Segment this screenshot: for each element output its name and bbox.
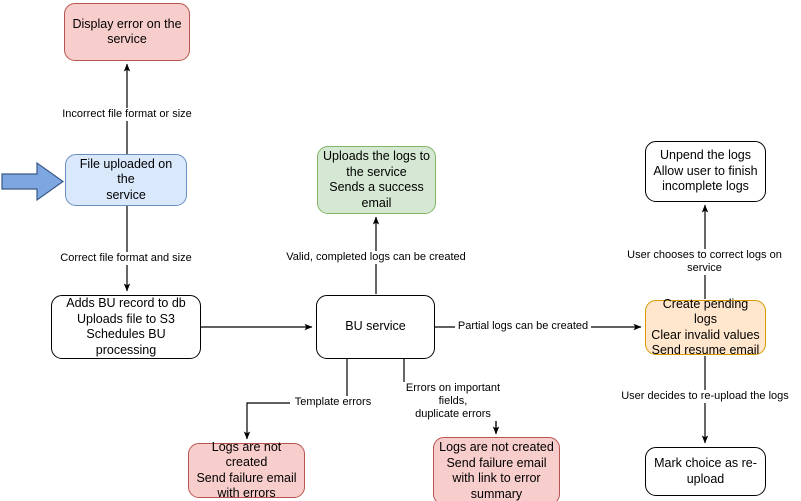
node-logs-not-created-2[interactable]: Logs are not created Send failure email … — [433, 437, 560, 501]
edge-label-user-corrects: User chooses to correct logs on service — [608, 249, 801, 275]
node-mark-choice[interactable]: Mark choice as re- upload — [645, 447, 766, 496]
edge-label-template-errors: Template errors — [290, 396, 376, 409]
edge-label-errors-important: Errors on important fields, duplicate er… — [392, 382, 514, 421]
edge-label-valid-completed: Valid, completed logs can be created — [280, 251, 472, 264]
node-uploads-logs[interactable]: Uploads the logs to the service Sends a … — [317, 146, 436, 214]
node-adds-bu-record[interactable]: Adds BU record to db Uploads file to S3 … — [51, 295, 201, 359]
node-unpend-logs[interactable]: Unpend the logs Allow user to finish inc… — [645, 141, 766, 202]
node-create-pending[interactable]: Create pending logs Clear invalid values… — [645, 297, 766, 357]
edge-label-partial-logs: Partial logs can be created — [455, 320, 591, 333]
node-bu-service[interactable]: BU service — [316, 295, 435, 359]
node-display-error[interactable]: Display error on the service — [64, 3, 190, 61]
edge-label-user-reuploads: User decides to re-upload the logs — [617, 390, 793, 403]
node-logs-not-created-1[interactable]: Logs are not created Send failure email … — [188, 440, 305, 500]
node-file-uploaded[interactable]: File uploaded on the service — [65, 154, 187, 206]
edge-label-correct-format: Correct file format and size — [46, 252, 206, 265]
entry-block-arrow — [1, 161, 65, 202]
edge-label-incorrect-format: Incorrect file format or size — [46, 108, 208, 121]
